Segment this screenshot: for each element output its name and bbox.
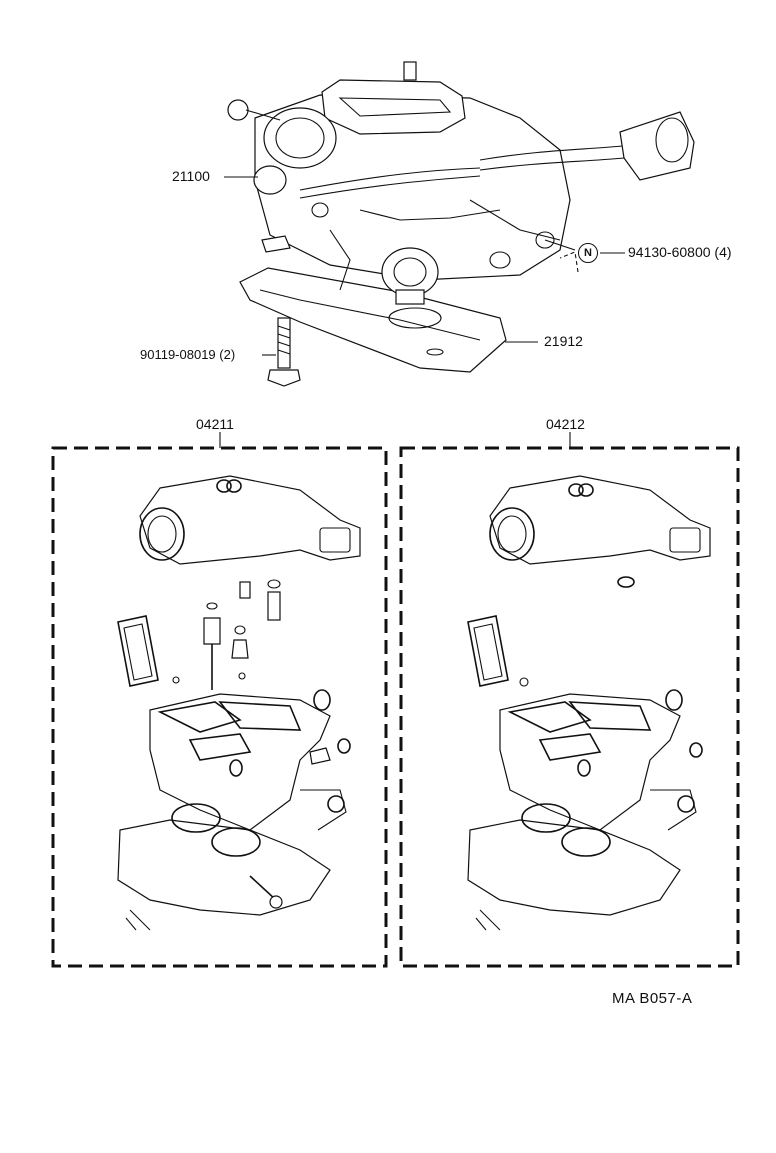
kit-04212-box xyxy=(399,446,740,968)
label-04212: 04212 xyxy=(546,416,585,432)
carburetor-assembly-drawing xyxy=(227,61,695,373)
label-90119-08019: 90119-08019 (2) xyxy=(140,347,236,362)
label-21100: 21100 xyxy=(172,168,210,184)
nut-badge: N xyxy=(578,243,598,263)
kit-04212-parts xyxy=(467,475,711,931)
label-21912: 21912 xyxy=(544,333,583,349)
label-04211: 04211 xyxy=(196,416,234,432)
label-94130-60800: 94130-60800 (4) xyxy=(628,244,732,260)
kit-04211-box xyxy=(51,446,388,968)
bolt-drawing xyxy=(267,317,301,387)
diagram-code: MA B057-A xyxy=(612,990,693,1007)
kit-04211-parts xyxy=(117,475,361,931)
